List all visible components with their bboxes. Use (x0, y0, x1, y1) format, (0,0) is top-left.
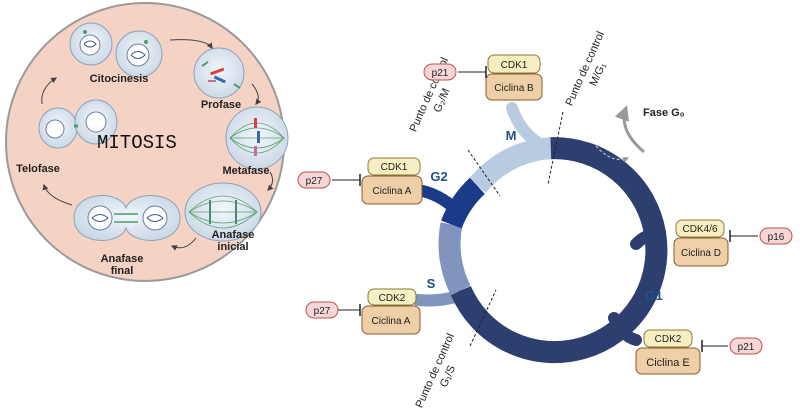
phase-label-s: S (427, 276, 436, 291)
profase-cell-icon (193, 47, 245, 99)
label-metafase: Metafase (222, 165, 269, 177)
checkpoint-mg1-line (547, 111, 564, 185)
complex-g1-late-cdk-label: CDK2 (655, 334, 682, 345)
phase-label-m: M (506, 128, 517, 143)
complex-g2-cyclin-box (361, 175, 423, 205)
complex-g1-early-cdk-label: CDK4/6 (682, 224, 717, 235)
metafase-cell-icon (225, 106, 289, 170)
complex-g2-cdk-label: CDK1 (381, 162, 408, 173)
checkpoint-g2m-line (467, 149, 501, 197)
arrow-profase-to-metafase (251, 83, 262, 105)
label-citocinesis: Citocinesis (90, 73, 149, 85)
complex-g1-early-cdk-box (675, 219, 725, 238)
label-fase-g0: Fase G₀ (643, 107, 685, 119)
complex-s-cyclin-label: Ciclina A (372, 316, 411, 327)
phase-arc-m (468, 137, 552, 193)
complex-g1-early: CDK4/6 Ciclina D p16 (673, 219, 793, 267)
complex-s-inhibitor-pill (305, 301, 339, 319)
complex-g1-early-inhibitor-pill (759, 227, 793, 245)
complex-m-inhibitor-pill (423, 63, 457, 81)
phase-arc-g2 (441, 177, 486, 229)
complex-s-cdk-label: CDK2 (379, 293, 406, 304)
complex-s: CDK2 Ciclina A p27 (305, 288, 421, 335)
complex-g1-early-cyclin-label: Ciclina D (681, 248, 721, 259)
phase-arc-s (438, 222, 471, 296)
telofase-cell-icon (38, 99, 118, 149)
anafase-inicial-cell-icon (184, 182, 262, 242)
arrow-citocinesis-to-profase (169, 39, 213, 49)
g0-exit-arrow (614, 105, 645, 154)
label-anafase-final-line2: final (111, 265, 134, 277)
arrow-metafase-to-anafase-inicial (267, 171, 274, 191)
g0-return-arrow (595, 145, 630, 163)
complex-g2-cyclin-label: Ciclina A (373, 186, 412, 197)
complex-g1-late-cyclin-label: Ciclina E (646, 357, 689, 369)
label-profase: Profase (201, 99, 241, 111)
complex-g1-late-inhibitor-label: p21 (738, 342, 755, 353)
complex-g1-early-inhibitor-label: p16 (768, 232, 785, 243)
complex-s-cyclin-box (361, 305, 421, 335)
mitosis-panel: MITOSIS Citocinesis Profase Metafase Ana… (5, 2, 289, 282)
complex-g1-early-cyclin-box (673, 237, 729, 267)
complex-m-cdk-box (487, 54, 541, 74)
label-anafase-final-line1: Anafase (101, 253, 144, 265)
complex-m-cdk-label: CDK1 (501, 60, 528, 71)
label-anafase-inicial-line2: inicial (217, 241, 248, 253)
complex-g1-late: CDK2 Ciclina E p21 (635, 329, 763, 375)
anafase-final-cell-icon (73, 195, 181, 241)
complex-g1-late-cyclin-box (635, 347, 701, 375)
phase-label-g2: G2 (430, 169, 447, 184)
complex-g2-inhibitor-pill (297, 171, 331, 189)
complex-g2-cdk-box (367, 157, 421, 176)
complex-g2: CDK1 Ciclina A p27 (297, 157, 423, 205)
complex-m-inhibitor-label: p21 (432, 68, 449, 79)
label-anafase-inicial-line1: Anafase (212, 229, 255, 241)
label-telofase: Telofase (16, 163, 60, 175)
complex-m-cyclin-box (485, 73, 543, 101)
complex-m-cyclin-label: Ciclina B (494, 83, 534, 94)
arrow-telofase-to-citocinesis (41, 77, 58, 105)
complex-g1-late-cdk-box (643, 329, 693, 348)
checkpoint-g1s-line (469, 289, 497, 347)
arrow-anafase-inicial-to-final (170, 237, 197, 251)
phase-arc-g1 (450, 137, 668, 364)
mitosis-title: MITOSIS (97, 132, 177, 154)
phase-label-g1: G1 (645, 288, 662, 303)
arrow-anafase-final-to-telofase (42, 183, 73, 206)
complex-s-inhibitor-label: p27 (314, 306, 331, 317)
complex-m: CDK1 Ciclina B p21 (423, 54, 543, 101)
citocinesis-cells-icon (69, 22, 163, 78)
complex-g2-inhibitor-label: p27 (306, 176, 323, 187)
complex-g1-late-inhibitor-pill (729, 337, 763, 355)
complex-s-cdk-box (367, 288, 417, 306)
